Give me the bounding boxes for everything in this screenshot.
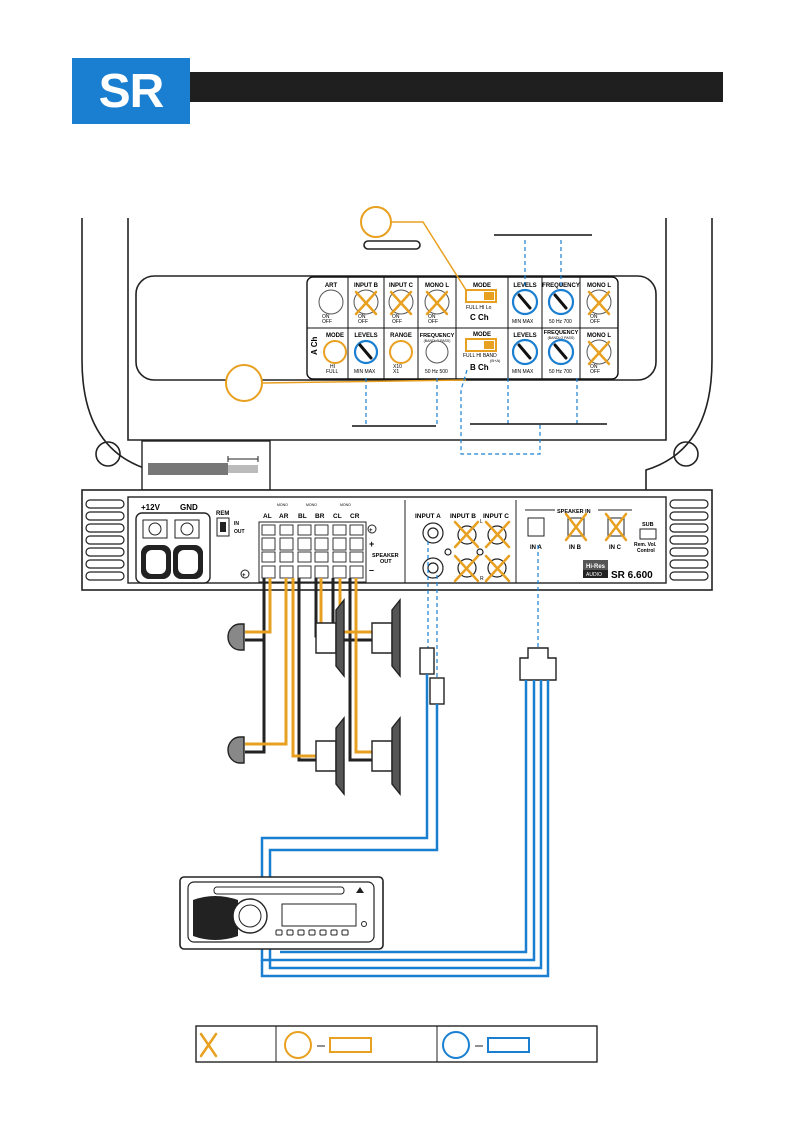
mono-bb: MONO — [306, 503, 317, 507]
c-freq-range: 50 Hz 700 — [549, 319, 572, 325]
ch-cl: CL — [333, 513, 342, 520]
rear-panel: +12V GND REM IN OUT + MONO MONO MONO AL … — [81, 489, 713, 591]
art-on: ON — [322, 314, 330, 320]
mono-off: OFF — [428, 319, 438, 325]
header-bar — [190, 72, 723, 102]
rem-in: IN — [234, 521, 239, 527]
label-mono-l: MONO L — [425, 283, 449, 289]
range-x1: X1 — [393, 369, 399, 375]
c-mode-label: MODE — [473, 283, 491, 289]
rem-out: OUT — [234, 529, 245, 535]
speakers — [227, 598, 401, 796]
ch-br: BR — [315, 513, 325, 520]
label-mode: MODE — [326, 333, 344, 339]
mono-on: ON — [428, 314, 436, 320]
audio-label: AUDIO — [586, 572, 602, 578]
b-mode-sub: (B+A) — [490, 358, 501, 363]
label-range: RANGE — [390, 333, 412, 339]
inb-on: ON — [358, 314, 366, 320]
brand-logo: SR — [72, 58, 190, 124]
input-b-label: INPUT B — [450, 513, 476, 520]
b-levels-label: LEVELS — [513, 333, 536, 339]
out-plus: + — [369, 528, 373, 534]
input-a-label: INPUT A — [415, 513, 441, 520]
b-mono-label: MONO L — [587, 333, 611, 339]
c-mono-on: ON — [590, 314, 598, 320]
mode-full: FULL — [326, 369, 338, 375]
in-c-label: IN C — [609, 545, 622, 551]
hires-label: Hi-Res — [586, 564, 606, 570]
label-frequency: FREQUENCY — [420, 333, 455, 339]
inb-off: OFF — [358, 319, 368, 325]
c-mode-opts: FULL HI Lo — [466, 305, 492, 311]
speaker-out-label2: OUT — [380, 559, 392, 565]
ch-al: AL — [263, 513, 272, 520]
model-label: SR 6.600 — [611, 570, 653, 581]
callout-circles — [225, 206, 392, 402]
rem-vol-label: Rem. Vol. — [634, 542, 657, 548]
svg-text:+: + — [242, 573, 246, 579]
speaker-wires — [245, 578, 380, 762]
logo-text: SR — [98, 65, 165, 118]
mono-cc: MONO — [340, 503, 351, 507]
art-off: OFF — [322, 319, 332, 325]
levels-minmax: MIN MAX — [354, 369, 376, 375]
in-a-label: IN A — [530, 545, 542, 551]
disabled-x-marks — [354, 290, 611, 366]
b-mono-off: OFF — [590, 369, 600, 375]
b-freq-range: 50 Hz 700 — [549, 369, 572, 375]
b-mono-on: ON — [590, 364, 598, 370]
rem-label: REM — [216, 511, 229, 517]
b-ch-label: B Ch — [470, 363, 489, 372]
b-levels-minmax: MIN MAX — [512, 369, 534, 375]
ch-bl: BL — [298, 513, 307, 520]
ch-ar: AR — [279, 513, 289, 520]
control-panel: ART INPUT B INPUT C MONO L ON OFF ON OFF… — [306, 276, 619, 380]
head-unit — [179, 876, 384, 950]
in-b-label: IN B — [569, 545, 582, 551]
inc-on: ON — [392, 314, 400, 320]
ch-cr: CR — [350, 513, 360, 520]
speaker-in-label: SPEAKER IN — [557, 509, 591, 515]
dashed-leaders — [365, 240, 578, 455]
mono-ab: MONO — [277, 503, 288, 507]
a-ch-label: A Ch — [310, 337, 319, 355]
c-ch-label: C Ch — [470, 313, 489, 322]
input-r: R — [480, 576, 484, 582]
label-art: ART — [325, 283, 338, 289]
label-input-c: INPUT C — [389, 283, 414, 289]
speaker-out-label: SPEAKER — [372, 553, 399, 559]
b-mode-label: MODE — [473, 332, 491, 338]
legend — [195, 1025, 598, 1063]
power-label: +12V — [141, 503, 161, 512]
label-levels: LEVELS — [354, 333, 377, 339]
label-input-b: INPUT B — [354, 283, 379, 289]
inc-off: OFF — [392, 319, 402, 325]
c-levels-minmax: MIN MAX — [512, 319, 534, 325]
range-x10: X10 — [393, 364, 402, 370]
freq-range: 50 Hz 500 — [425, 369, 448, 375]
b-mode-opts: FULL HI BAND — [463, 353, 497, 359]
input-c-label: INPUT C — [483, 513, 509, 520]
svg-text:+: + — [369, 539, 374, 549]
input-x-marks — [453, 520, 511, 583]
sub-label: SUB — [642, 522, 654, 528]
out-minus: – — [369, 565, 374, 575]
mode-hi: HI — [330, 364, 335, 370]
gnd-label: GND — [180, 503, 198, 512]
control-label: Control — [637, 548, 655, 554]
b-freq-band: (BANDLO PASS) — [548, 336, 575, 340]
c-mono-label: MONO L — [587, 283, 611, 289]
speaker-in-harness — [260, 545, 557, 978]
input-l: L — [480, 519, 483, 525]
b-freq-label: FREQUENCY — [544, 330, 579, 336]
c-mono-off: OFF — [590, 319, 600, 325]
